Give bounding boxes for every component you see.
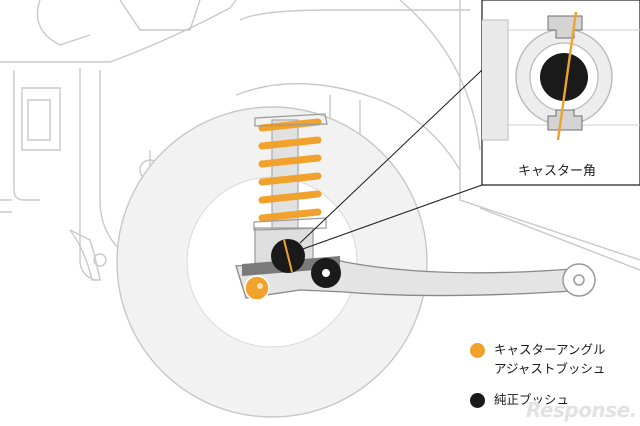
orange-dot-icon: [470, 343, 485, 358]
legend-line: キャスターアングル: [494, 342, 606, 357]
inset-caption: キャスター角: [518, 164, 597, 179]
legend-line: アジャストブッシュ: [494, 361, 606, 376]
axle-bushing: [271, 239, 305, 273]
callout-lines: [299, 69, 483, 251]
standard-bushing: [311, 258, 341, 288]
legend-label-standard-bushing: 純正ブッシュ: [494, 390, 569, 409]
legend-line: 純正ブッシュ: [494, 392, 570, 407]
legend-label-adjust-bushing: キャスターアングル アジャストブッシュ: [494, 340, 606, 378]
inset-panel: [481, 0, 640, 186]
spring-seat: [253, 113, 328, 231]
caster-adjust-bushing: [244, 275, 270, 301]
response-watermark: Response.: [526, 398, 637, 422]
black-dot-icon: [470, 393, 485, 408]
